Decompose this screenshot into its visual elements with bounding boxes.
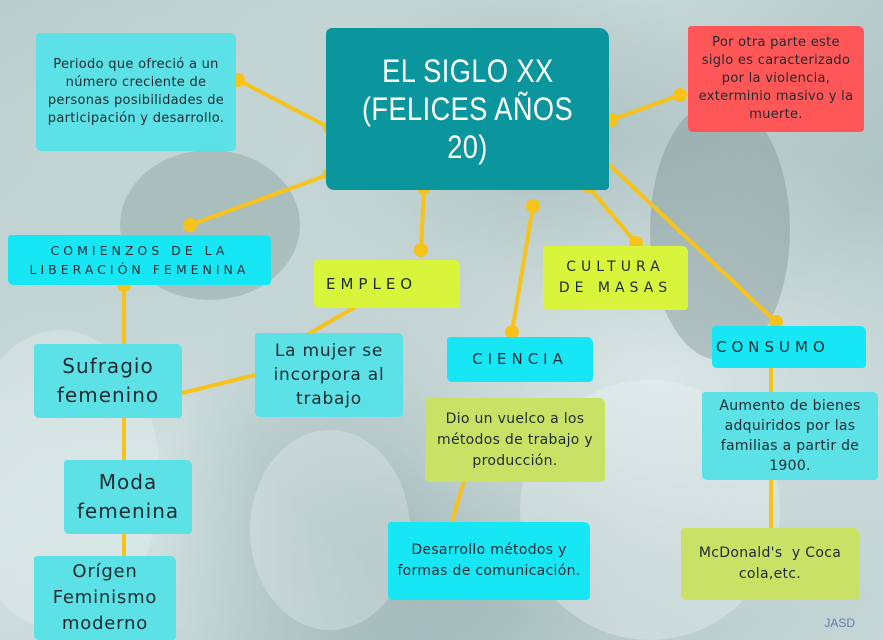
node-vuelco-metodos: Dio un vuelco a los métodos de trabajo y… — [425, 398, 605, 482]
node-mujer-trabajo: La mujer se incorpora al trabajo — [255, 333, 403, 417]
branch-liberacion-femenina: COMIENZOS DE LA LIBERACIÓN FEMENINA — [8, 235, 271, 285]
intro-note-text: Periodo que ofreció a un número crecient… — [47, 57, 225, 126]
branch-ciencia: CIENCIA — [447, 337, 593, 382]
central-title-line1: EL SIGLO XX — [381, 53, 554, 89]
node-moda-femenina: Moda femenina — [64, 460, 192, 534]
node-mcdonalds-text: McDonald's y Coca cola,etc. — [698, 545, 846, 582]
node-desarrollo-comunicacion: Desarrollo métodos y formas de comunicac… — [388, 522, 590, 600]
node-mujer-trabajo-text: La mujer se incorpora al trabajo — [273, 341, 385, 409]
node-aumento-bienes: Aumento de bienes adquiridos por las fam… — [702, 392, 878, 480]
branch-consumo-label: CONSUMO — [716, 337, 830, 356]
branch-liberacion-label: COMIENZOS DE LA LIBERACIÓN FEMENINA — [29, 243, 250, 277]
branch-cultura-de-masas: CULTURA DE MASAS — [543, 246, 688, 310]
node-aumento-text: Aumento de bienes adquiridos por las fam… — [719, 398, 861, 474]
background-photo-shade — [250, 430, 410, 630]
intro-note: Periodo que ofreció a un número crecient… — [36, 33, 236, 151]
counter-note-text: Por otra parte este siglo es caracteriza… — [698, 35, 854, 122]
author-credit: JASD — [824, 616, 855, 630]
node-mcdonalds-coca: McDonald's y Coca cola,etc. — [681, 528, 859, 600]
branch-empleo: EMPLEO — [314, 260, 460, 308]
node-vuelco-text: Dio un vuelco a los métodos de trabajo y… — [437, 410, 593, 469]
central-title-line2: (FELICES AÑOS 20) — [361, 91, 574, 165]
node-origen-feminismo: Orígen Feminismo moderno — [34, 556, 176, 640]
node-origen-text: Orígen Feminismo moderno — [52, 561, 158, 634]
background-photo-shade — [650, 100, 790, 360]
branch-cultura-label: CULTURA DE MASAS — [558, 259, 673, 296]
node-moda-text: Moda femenina — [76, 470, 180, 523]
node-desarrollo-text: Desarrollo métodos y formas de comunicac… — [397, 542, 581, 579]
node-sufragio-text: Sufragio femenino — [56, 354, 160, 407]
branch-empleo-label: EMPLEO — [326, 274, 418, 293]
node-sufragio-femenino: Sufragio femenino — [34, 344, 182, 418]
branch-consumo: CONSUMO — [712, 326, 866, 368]
central-topic: EL SIGLO XX (FELICES AÑOS 20) — [326, 28, 609, 190]
branch-ciencia-label: CIENCIA — [472, 350, 568, 368]
counter-note: Por otra parte este siglo es caracteriza… — [688, 26, 864, 132]
